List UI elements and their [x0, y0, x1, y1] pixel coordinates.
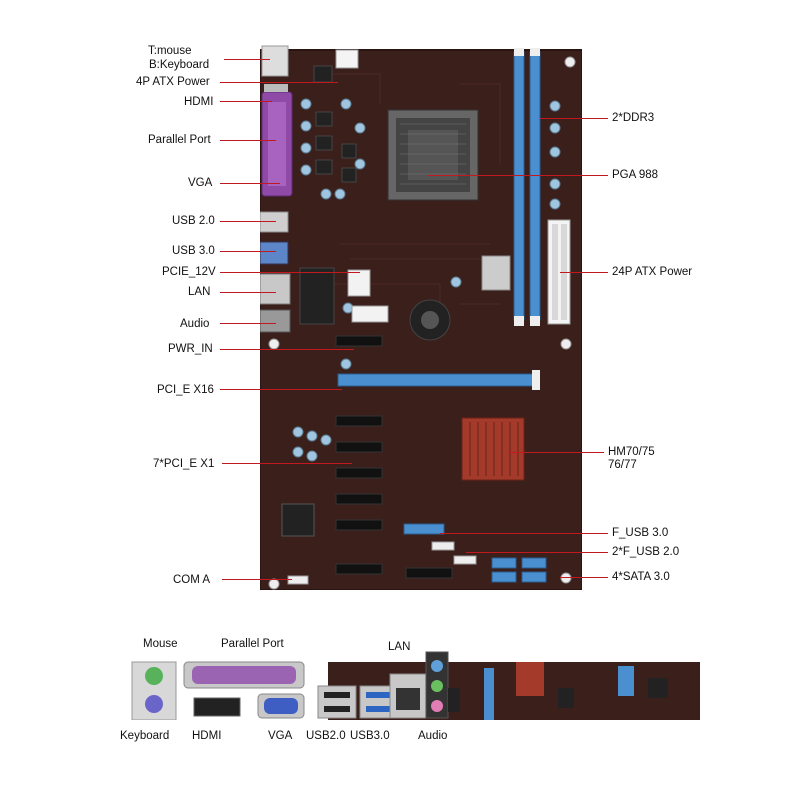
callout-line — [508, 452, 604, 453]
io-label-audio: Audio — [418, 730, 448, 742]
callout-line — [220, 221, 276, 222]
label-ddr3: 2*DDR3 — [612, 112, 655, 124]
label-pwrin: PWR_IN — [168, 343, 213, 355]
callout-line — [428, 175, 608, 176]
label-lan: LAN — [188, 286, 211, 298]
label-pga: PGA 988 — [612, 169, 659, 181]
label-audio: Audio — [180, 318, 210, 330]
io-label-parallel: Parallel Port — [221, 638, 284, 650]
pcie-x16-slot — [337, 373, 537, 387]
io-label-usb2: USB2.0 — [306, 730, 346, 742]
label-mouse: T:mouse — [148, 45, 192, 57]
io-label-lan: LAN — [388, 641, 411, 653]
ps2-port — [261, 45, 289, 77]
usb3-port — [260, 241, 289, 265]
label-keyboard: B:Keyboard — [149, 59, 210, 71]
label-pcie1: 7*PCI_E X1 — [153, 458, 215, 470]
label-usb3: USB 3.0 — [172, 245, 215, 257]
com-header — [287, 575, 309, 585]
usb2-port — [260, 211, 289, 233]
callout-line — [220, 140, 276, 141]
label-vga: VGA — [188, 177, 213, 189]
io-label-keyboard: Keyboard — [120, 730, 170, 742]
callout-line — [220, 349, 354, 350]
ps2-mouse-icon — [145, 667, 163, 685]
callout-line — [220, 292, 276, 293]
label-atx4p: 4P ATX Power — [136, 76, 210, 88]
callout-line — [224, 59, 270, 60]
motherboard-image — [260, 45, 582, 590]
hdmi-port — [193, 697, 241, 717]
callout-line — [440, 533, 608, 534]
callout-line — [220, 82, 338, 83]
sata-port — [491, 571, 517, 583]
usb2-port — [317, 685, 357, 719]
label-fusb3: F_USB 3.0 — [612, 527, 669, 539]
callout-line — [466, 552, 608, 553]
label-atx24: 24P ATX Power — [612, 266, 693, 278]
label-sata: 4*SATA 3.0 — [612, 571, 670, 583]
ps2-keyboard-icon — [145, 695, 163, 713]
sata-port — [521, 571, 547, 583]
callout-line — [220, 251, 276, 252]
callout-line — [222, 579, 292, 580]
cpu-socket — [387, 109, 479, 201]
callout-line — [540, 118, 608, 119]
label-pcie12v: PCIE_12V — [162, 266, 216, 278]
label-usb2: USB 2.0 — [172, 215, 215, 227]
sata-port — [491, 557, 517, 569]
io-label-hdmi: HDMI — [192, 730, 222, 742]
callout-line — [220, 389, 342, 390]
pwrin-connector — [351, 305, 389, 323]
callout-line — [220, 183, 280, 184]
label-parallel: Parallel Port — [148, 134, 211, 146]
callout-line — [220, 101, 272, 102]
label-hm: HM70/75 — [608, 446, 655, 458]
label-hdmi: HDMI — [184, 96, 214, 108]
label-fusb2: 2*F_USB 2.0 — [612, 546, 680, 558]
pcie12v-connector — [347, 269, 371, 297]
io-label-usb3: USB3.0 — [350, 730, 390, 742]
ddr3-slot — [529, 51, 541, 321]
sata-port — [521, 557, 547, 569]
atx4p-connector — [335, 49, 359, 69]
audio-port — [260, 309, 291, 333]
io-label-mouse: Mouse — [143, 638, 178, 650]
io-label-vga: VGA — [268, 730, 293, 742]
label-hm2: 76/77 — [608, 459, 637, 471]
callout-line — [560, 272, 608, 273]
callout-line — [220, 272, 360, 273]
ddr3-slot — [513, 51, 525, 321]
callout-line — [222, 463, 352, 464]
callout-line — [560, 577, 608, 578]
lan-port — [260, 273, 291, 305]
callout-line — [220, 323, 276, 324]
fusb2-header — [431, 541, 455, 551]
io-panel-image — [131, 651, 700, 720]
fusb3-header — [403, 523, 445, 535]
chipset-heatsink — [461, 417, 525, 481]
label-pcie16: PCI_E X16 — [157, 384, 214, 396]
label-coma: COM A — [173, 574, 211, 586]
hdmi-port — [264, 84, 288, 92]
